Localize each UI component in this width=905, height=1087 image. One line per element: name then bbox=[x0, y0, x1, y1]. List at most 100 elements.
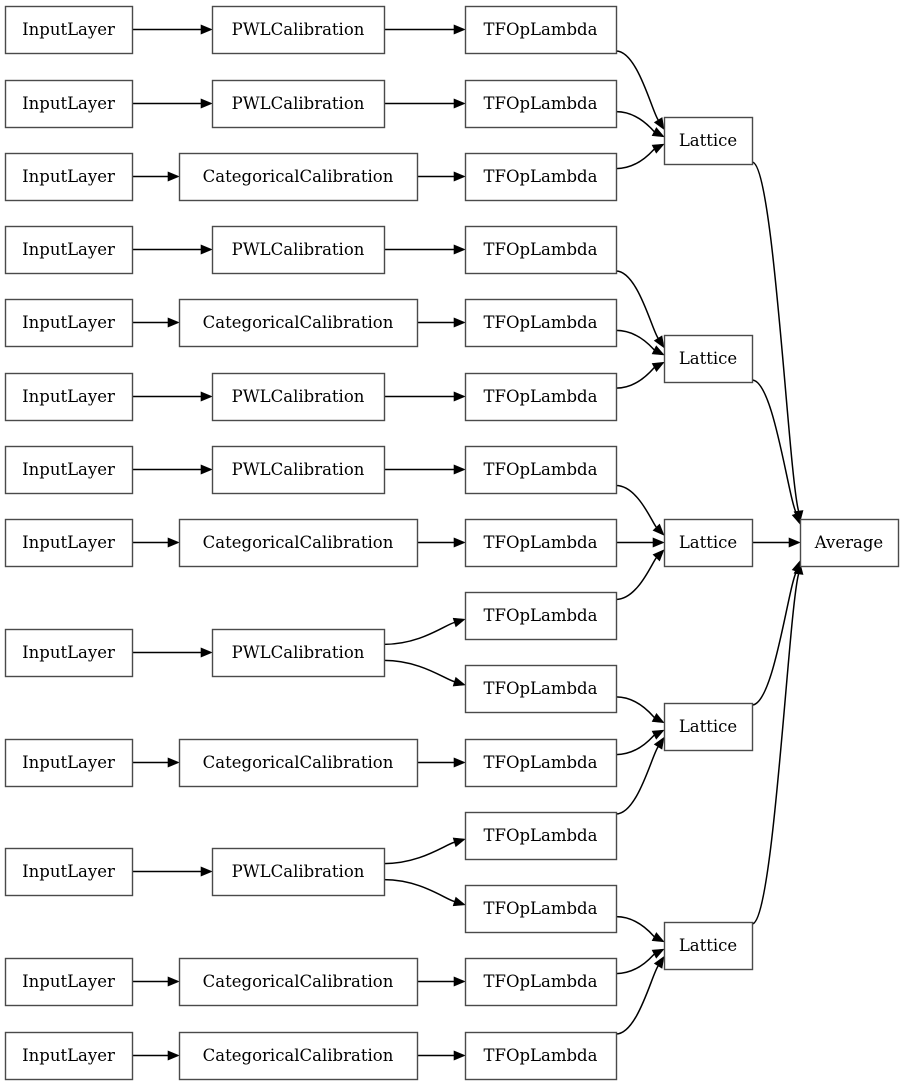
node-categorical-calibration-cal10[interactable]: CategoricalCalibration bbox=[178, 738, 419, 788]
edge-op9-to-lat3 bbox=[615, 549, 665, 601]
node-lattice-lat2[interactable]: Lattice bbox=[663, 334, 754, 384]
node-pwlcalibration-cal11[interactable]: PWLCalibration bbox=[211, 847, 386, 897]
node-box bbox=[464, 152, 618, 202]
node-pwlcalibration-cal2[interactable]: PWLCalibration bbox=[211, 79, 386, 129]
edge-in11-to-cal11 bbox=[132, 866, 213, 877]
node-tfop-lambda-op14[interactable]: TFOpLambda bbox=[464, 957, 618, 1007]
arrowhead-icon bbox=[167, 976, 180, 987]
arrowhead-icon bbox=[453, 171, 466, 182]
edge-cal2-to-op2 bbox=[384, 98, 466, 109]
arrowhead-icon bbox=[200, 98, 213, 109]
node-tfop-lambda-op9[interactable]: TFOpLambda bbox=[464, 591, 618, 641]
node-box bbox=[4, 298, 134, 348]
edge-cal9-to-op10 bbox=[383, 659, 466, 687]
edge-op13-to-lat5 bbox=[615, 915, 665, 943]
node-input-layer-in9[interactable]: InputLayer bbox=[4, 628, 134, 678]
node-tfop-lambda-op11[interactable]: TFOpLambda bbox=[464, 738, 618, 788]
node-tfop-lambda-op7[interactable]: TFOpLambda bbox=[464, 445, 618, 495]
node-input-layer-in8[interactable]: InputLayer bbox=[4, 518, 134, 568]
edge-in2-to-cal2 bbox=[132, 98, 213, 109]
node-categorical-calibration-cal13[interactable]: CategoricalCalibration bbox=[178, 1031, 419, 1081]
node-input-layer-in2[interactable]: InputLayer bbox=[4, 79, 134, 129]
node-categorical-calibration-cal8[interactable]: CategoricalCalibration bbox=[178, 518, 419, 568]
node-box bbox=[663, 702, 754, 752]
node-lattice-lat4[interactable]: Lattice bbox=[663, 702, 754, 752]
arrowhead-icon bbox=[453, 244, 466, 255]
node-input-layer-in5[interactable]: InputLayer bbox=[4, 298, 134, 348]
edge-cal9-to-op9 bbox=[383, 617, 466, 646]
node-pwlcalibration-cal7[interactable]: PWLCalibration bbox=[211, 445, 386, 495]
node-input-layer-in3[interactable]: InputLayer bbox=[4, 152, 134, 202]
node-categorical-calibration-cal12[interactable]: CategoricalCalibration bbox=[178, 957, 419, 1007]
edge-cal1-to-op1 bbox=[384, 24, 466, 35]
edge-layer bbox=[132, 24, 804, 1061]
node-pwlcalibration-cal1[interactable]: PWLCalibration bbox=[211, 5, 386, 55]
node-tfop-lambda-op15[interactable]: TFOpLambda bbox=[464, 1031, 618, 1081]
node-pwlcalibration-cal9[interactable]: PWLCalibration bbox=[211, 628, 386, 678]
node-tfop-lambda-op1[interactable]: TFOpLambda bbox=[464, 5, 618, 55]
node-tfop-lambda-op8[interactable]: TFOpLambda bbox=[464, 518, 618, 568]
edge-line bbox=[383, 878, 455, 903]
node-box bbox=[464, 225, 618, 275]
edge-line bbox=[615, 746, 659, 815]
edge-line bbox=[615, 696, 655, 718]
node-box bbox=[464, 1031, 618, 1081]
edge-in9-to-cal9 bbox=[132, 647, 213, 658]
edge-in1-to-cal1 bbox=[132, 24, 213, 35]
node-categorical-calibration-cal3[interactable]: CategoricalCalibration bbox=[178, 152, 419, 202]
edge-line bbox=[751, 161, 800, 512]
node-box bbox=[464, 298, 618, 348]
edge-line bbox=[615, 148, 655, 170]
arrowhead-icon bbox=[452, 837, 466, 848]
node-tfop-lambda-op13[interactable]: TFOpLambda bbox=[464, 884, 618, 934]
node-lattice-lat3[interactable]: Lattice bbox=[663, 518, 754, 568]
arrowhead-icon bbox=[652, 549, 665, 562]
edge-line bbox=[615, 329, 655, 351]
edge-cal10-to-op11 bbox=[417, 757, 466, 768]
arrowhead-icon bbox=[788, 537, 801, 548]
node-box bbox=[178, 738, 419, 788]
arrowhead-icon bbox=[651, 932, 665, 943]
node-tfop-lambda-op6[interactable]: TFOpLambda bbox=[464, 372, 618, 422]
node-box bbox=[211, 372, 386, 422]
arrowhead-icon bbox=[452, 617, 466, 628]
node-input-layer-in1[interactable]: InputLayer bbox=[4, 5, 134, 55]
node-input-layer-in7[interactable]: InputLayer bbox=[4, 445, 134, 495]
edge-line bbox=[383, 659, 455, 683]
edge-line bbox=[615, 915, 655, 938]
node-input-layer-in6[interactable]: InputLayer bbox=[4, 372, 134, 422]
node-tfop-lambda-op2[interactable]: TFOpLambda bbox=[464, 79, 618, 129]
node-input-layer-in10[interactable]: InputLayer bbox=[4, 738, 134, 788]
node-box bbox=[464, 79, 618, 129]
node-lattice-lat1[interactable]: Lattice bbox=[663, 116, 754, 166]
edge-cal4-to-op4 bbox=[384, 244, 466, 255]
node-categorical-calibration-cal5[interactable]: CategoricalCalibration bbox=[178, 298, 419, 348]
node-tfop-lambda-op5[interactable]: TFOpLambda bbox=[464, 298, 618, 348]
node-input-layer-in12[interactable]: InputLayer bbox=[4, 957, 134, 1007]
node-input-layer-in11[interactable]: InputLayer bbox=[4, 847, 134, 897]
arrowhead-icon bbox=[453, 98, 466, 109]
node-box bbox=[464, 518, 618, 568]
node-tfop-lambda-op10[interactable]: TFOpLambda bbox=[464, 664, 618, 714]
node-tfop-lambda-op3[interactable]: TFOpLambda bbox=[464, 152, 618, 202]
node-box bbox=[4, 5, 134, 55]
node-box bbox=[4, 79, 134, 129]
node-lattice-lat5[interactable]: Lattice bbox=[663, 921, 754, 971]
arrowhead-icon bbox=[200, 647, 213, 658]
node-input-layer-in13[interactable]: InputLayer bbox=[4, 1031, 134, 1081]
node-average-avg[interactable]: Average bbox=[799, 518, 900, 568]
node-pwlcalibration-cal6[interactable]: PWLCalibration bbox=[211, 372, 386, 422]
node-tfop-lambda-op12[interactable]: TFOpLambda bbox=[464, 811, 618, 861]
edge-cal6-to-op6 bbox=[384, 391, 466, 402]
node-pwlcalibration-cal4[interactable]: PWLCalibration bbox=[211, 225, 386, 275]
edge-line bbox=[615, 953, 655, 975]
edge-op2-to-lat1 bbox=[615, 110, 665, 138]
edge-op7-to-lat3 bbox=[615, 484, 665, 536]
arrowhead-icon bbox=[452, 676, 466, 687]
node-tfop-lambda-op4[interactable]: TFOpLambda bbox=[464, 225, 618, 275]
node-input-layer-in4[interactable]: InputLayer bbox=[4, 225, 134, 275]
arrowhead-icon bbox=[167, 757, 180, 768]
edge-line bbox=[615, 734, 655, 756]
arrowhead-icon bbox=[167, 317, 180, 328]
